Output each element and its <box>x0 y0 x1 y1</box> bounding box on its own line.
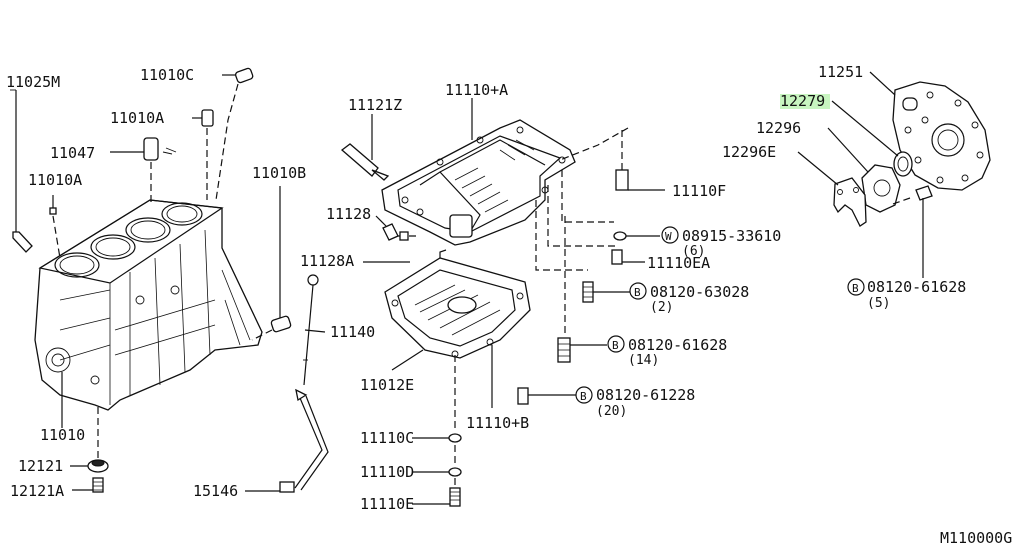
fastener-qty: (20) <box>596 404 627 419</box>
fastener-prefix: B <box>612 339 619 352</box>
label-12279: 12279 <box>780 92 825 110</box>
part-11121Z-sealant <box>340 114 390 181</box>
part-12121 <box>70 405 109 473</box>
fastener-B-08120-61228: B 08120-61228 (20) <box>575 386 695 419</box>
part-15146-guide <box>245 388 329 493</box>
label-11110EA: 11110EA <box>647 254 710 272</box>
part-12296E-gasket <box>797 151 867 227</box>
label-11010A-lower: 11010A <box>28 171 82 189</box>
fastener-number: 08120-63028 <box>650 283 749 301</box>
fastener-prefix: B <box>580 390 587 403</box>
label-11121Z: 11121Z <box>348 96 402 114</box>
label-11128A: 11128A <box>300 252 354 270</box>
part-11128 <box>375 215 420 241</box>
fastener-W-08915-33610: W 08915-33610 (6) <box>661 226 781 259</box>
part-labels: 11025M 11010C 11010A 11047 11010A 11010B… <box>6 63 863 513</box>
fastener-prefix: W <box>665 230 672 243</box>
part-11010A-lower <box>49 195 61 259</box>
drain-plug-assembly <box>412 355 462 507</box>
label-11110D: 11110D <box>360 463 414 481</box>
fastener-prefix: B <box>634 286 641 299</box>
label-11012E: 11012E <box>360 376 414 394</box>
label-12296E: 12296E <box>722 143 776 161</box>
part-11010B <box>251 186 292 341</box>
label-11047: 11047 <box>50 144 95 162</box>
label-11110B: 11110+B <box>466 414 529 432</box>
label-12121: 12121 <box>18 457 63 475</box>
label-15146: 15146 <box>193 482 238 500</box>
part-12279-oil-seal <box>831 100 913 177</box>
fastener-number: 08915-33610 <box>682 227 781 245</box>
label-11140: 11140 <box>330 323 375 341</box>
label-11010C: 11010C <box>140 66 194 84</box>
part-11047 <box>110 137 177 205</box>
part-12296-retainer <box>827 127 901 213</box>
label-11110C: 11110C <box>360 429 414 447</box>
label-11110A: 11110+A <box>445 81 508 99</box>
fastener-number: 08120-61628 <box>628 336 727 354</box>
fastener-number: 08120-61628 <box>867 278 966 296</box>
pan-bolts <box>517 127 665 405</box>
part-11010C <box>215 67 254 201</box>
label-11025M: 11025M <box>6 73 60 91</box>
rear-plate <box>869 71 991 191</box>
part-11140-dipstick <box>303 274 326 386</box>
fastener-B-08120-63028: B 08120-63028 (2) <box>629 282 749 315</box>
label-11010: 11010 <box>40 426 85 444</box>
label-12121A: 12121A <box>10 482 64 500</box>
rear-plate-bolt <box>889 185 933 272</box>
fastener-qty: (14) <box>628 353 659 368</box>
part-12121A <box>72 477 104 493</box>
highlight-12279 <box>780 94 830 109</box>
oil-pan-lower <box>384 249 531 408</box>
fastener-qty: (2) <box>650 300 673 315</box>
fastener-qty: (5) <box>867 296 890 311</box>
diagram-code: M110000G <box>940 529 1012 547</box>
label-11010A-upper: 11010A <box>110 109 164 127</box>
fastener-B-08120-61628-14: B 08120-61628 (14) <box>607 335 727 368</box>
fastener-B-08120-61628-5: B 08120-61628 (5) <box>847 272 966 311</box>
label-11251: 11251 <box>818 63 863 81</box>
oil-pan-upper <box>381 98 576 246</box>
cylinder-block <box>34 199 263 411</box>
part-11025M <box>10 89 33 253</box>
label-12296: 12296 <box>756 119 801 137</box>
fastener-number: 08120-61228 <box>596 386 695 404</box>
label-11010B: 11010B <box>252 164 306 182</box>
label-11110F: 11110F <box>672 182 726 200</box>
part-11010A-upper <box>192 109 214 200</box>
label-11128: 11128 <box>326 205 371 223</box>
fastener-prefix: B <box>852 282 859 295</box>
fastener-callouts: W 08915-33610 (6) B 08120-63028 (2) B 08… <box>575 226 966 419</box>
fastener-qty: (6) <box>682 244 705 259</box>
label-11110E: 11110E <box>360 495 414 513</box>
